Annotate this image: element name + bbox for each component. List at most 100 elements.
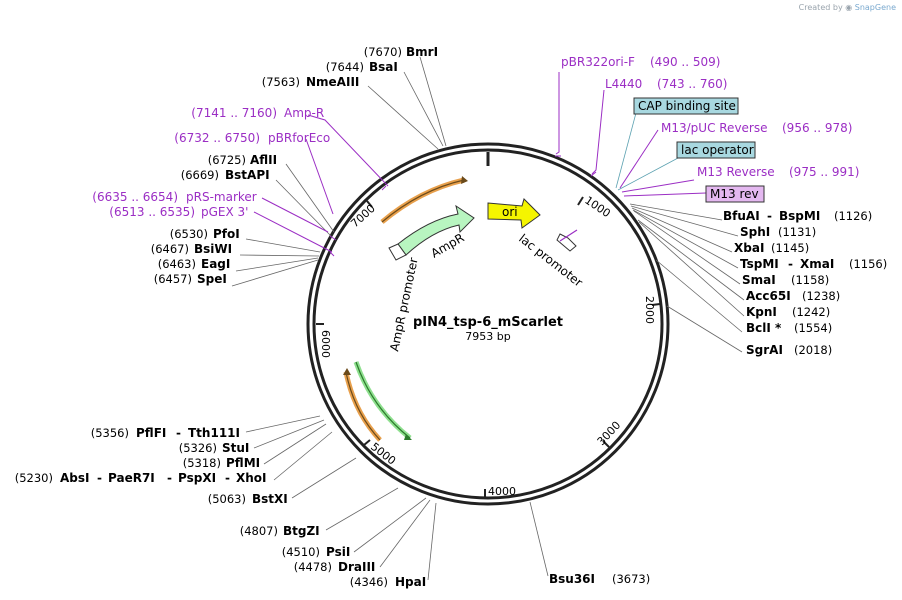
site-draiii-pos: (4478) <box>294 560 332 574</box>
site-bsai: BsaI <box>369 60 398 74</box>
site-pfoi-pos: (6530) <box>170 227 208 241</box>
site-pspxi: PspXI <box>178 471 216 485</box>
connector-lines <box>231 56 745 581</box>
site-tspmi-pos: (1156) <box>849 257 887 271</box>
site-draiii: DraIII <box>338 560 375 574</box>
site-eagi: EagI <box>201 257 230 271</box>
primer-prs-name: pRS-marker <box>186 190 257 204</box>
site-acc65i: Acc65I <box>746 289 791 303</box>
site-pflmi: PflMI <box>226 456 260 470</box>
ampr-promoter-feature: AmpR promoter <box>387 243 421 353</box>
site-absi-dash1: - <box>97 471 102 485</box>
site-absi: AbsI <box>60 471 89 485</box>
m13rev-label: M13 rev <box>710 187 759 201</box>
site-bstxi: BstXI <box>252 492 288 506</box>
site-bsai-pos: (7644) <box>326 60 364 74</box>
site-pfoi: PfoI <box>213 227 240 241</box>
green-arc-line <box>355 361 411 439</box>
tick-4000: 4000 <box>488 485 516 498</box>
site-bcli: BclI * <box>746 321 782 335</box>
primer-ampr-range: (7141 .. 7160) <box>191 106 277 120</box>
site-pflfi: PflFI <box>136 426 166 440</box>
site-aflii: AflII <box>250 153 277 167</box>
site-hpai: HpaI <box>395 575 426 589</box>
site-sgrai-pos: (2018) <box>794 343 832 357</box>
site-acc65i-pos: (1238) <box>802 289 840 303</box>
site-smai: SmaI <box>742 273 776 287</box>
site-aflii-pos: (6725) <box>208 153 246 167</box>
site-sphi: SphI <box>740 225 770 239</box>
m13rev-box <box>705 185 765 203</box>
site-stui: StuI <box>222 441 249 455</box>
plasmid-size: 7953 bp <box>465 330 510 343</box>
site-psii: PsiI <box>326 545 350 559</box>
site-psii-pos: (4510) <box>282 545 320 559</box>
tick-6000: 6000 <box>319 330 332 358</box>
lacop-box <box>676 141 756 159</box>
cap-label: CAP binding site <box>638 99 736 113</box>
site-bstapi-pos: (6669) <box>181 168 219 182</box>
site-btgzi-pos: (4807) <box>240 524 278 538</box>
site-smai-pos: (1158) <box>791 273 829 287</box>
site-bmri-pos: (7670) <box>364 45 402 59</box>
primer-pbrforeco-range: (6732 .. 6750) <box>174 131 260 145</box>
site-bspmi: BspMI <box>779 209 820 223</box>
site-sgrai: SgrAI <box>746 343 783 357</box>
site-sphi-pos: (1131) <box>778 225 816 239</box>
site-bfuai: BfuAI <box>723 209 760 223</box>
orange-arc-bottom-head <box>343 368 351 375</box>
site-pflfi-dash: - <box>176 426 181 440</box>
site-absi-dash2: - <box>167 471 172 485</box>
primer-prs-range: (6635 .. 6654) <box>92 190 178 204</box>
site-bsu36i: Bsu36I <box>549 572 595 586</box>
snapgene-logo-icon: ◉ <box>845 3 853 12</box>
ampr-promoter-label: AmpR promoter <box>387 256 421 352</box>
tick-3000: 3000 <box>595 419 624 448</box>
site-spei: SpeI <box>197 272 227 286</box>
site-bsu36i-pos: (3673) <box>612 572 650 586</box>
ori-feature: ori <box>487 198 541 229</box>
site-bmri: BmrI <box>406 45 438 59</box>
site-xmai: XmaI <box>800 257 834 271</box>
ampr-arrow <box>397 204 475 256</box>
primer-ampr-name: Amp-R <box>284 106 324 120</box>
ori-label: ori <box>502 205 518 219</box>
site-btgzi: BtgZI <box>283 524 320 538</box>
site-bfuai-pos: (1126) <box>834 209 872 223</box>
ampr-feature: AmpR <box>397 204 475 261</box>
ampr-promoter-arrow <box>388 243 407 261</box>
lac-operator-mark <box>559 229 578 242</box>
site-spei-pos: (6457) <box>154 272 192 286</box>
site-xbai-pos: (1145) <box>771 241 809 255</box>
primer-pbr322ori-name: pBR322ori-F <box>561 55 635 69</box>
backbone-outer <box>306 142 670 506</box>
box-lines <box>615 112 679 191</box>
primer-marks <box>329 155 597 257</box>
backbone-inner <box>312 148 664 500</box>
site-pflmi-pos: (5318) <box>183 456 221 470</box>
orange-arc-bottom-line <box>345 371 381 441</box>
primer-lines <box>253 72 707 253</box>
site-tspmi: TspMI <box>740 257 779 271</box>
ori-arrow <box>487 198 541 229</box>
ampr-label: AmpR <box>429 231 467 261</box>
site-hpai-pos: (4346) <box>350 575 388 589</box>
cap-box <box>633 97 739 115</box>
site-bcli-pos: (1554) <box>794 321 832 335</box>
primer-pbrforeco-name: pBRforEco <box>268 131 330 145</box>
site-eagi-pos: (6463) <box>158 257 196 271</box>
tick-2000: 2000 <box>643 296 656 324</box>
lacop-label: lac operator <box>681 143 754 157</box>
site-bsiwi: BsiWI <box>194 242 232 256</box>
orange-arc-top-head <box>461 176 468 184</box>
site-absi-pos: (5230) <box>15 471 53 485</box>
site-bstapi: BstAPI <box>225 168 270 182</box>
primer-l4440-range: (743 .. 760) <box>657 77 727 91</box>
site-kpni: KpnI <box>746 305 777 319</box>
site-pflfi-pos: (5356) <box>91 426 129 440</box>
site-nmeaiii-pos: (7563) <box>262 75 300 89</box>
primer-m13puc-name: M13/pUC Reverse <box>661 121 768 135</box>
site-bfuai-dash: - <box>767 209 772 223</box>
site-stui-pos: (5326) <box>179 441 217 455</box>
